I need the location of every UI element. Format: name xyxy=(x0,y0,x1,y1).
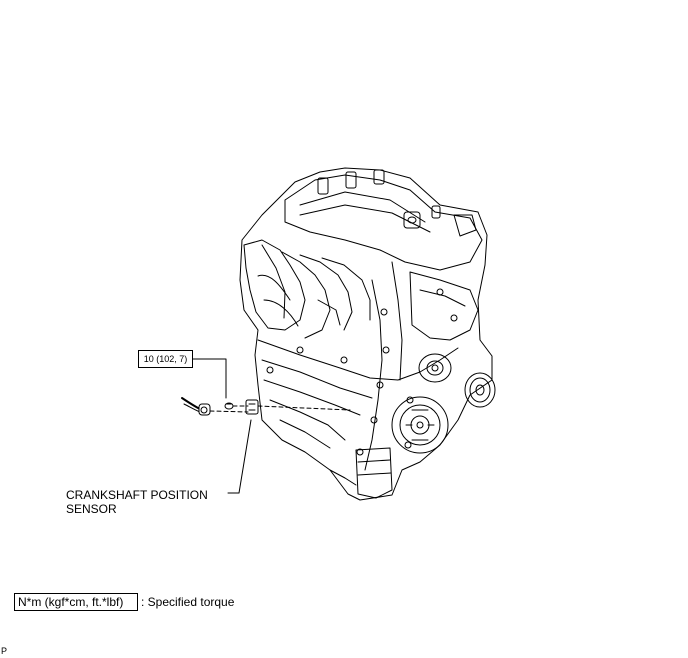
engine-outline xyxy=(239,167,493,501)
sensor-leader-line xyxy=(227,419,252,494)
torque-units-legend: N*m (kgf*cm, ft.*lbf) xyxy=(14,593,138,611)
water-pump-pulley xyxy=(464,372,496,408)
torque-leader-line xyxy=(192,358,227,399)
page-corner-mark: P xyxy=(1,646,8,656)
torque-callout: 10 (102, 7) xyxy=(138,350,193,368)
engine-assembly-illustration xyxy=(239,167,496,501)
intake-manifold xyxy=(243,239,306,331)
head-cover xyxy=(284,174,483,271)
crankshaft-position-sensor xyxy=(181,397,259,416)
sensor-wire xyxy=(181,397,201,410)
crankshaft-pulley xyxy=(391,396,449,454)
legend-description: : Specified torque xyxy=(141,595,235,609)
sensor-label-line1: CRANKSHAFT POSITION xyxy=(66,488,208,502)
engine-block xyxy=(257,339,459,381)
sensor-label-line2: SENSOR xyxy=(66,502,117,516)
alignment-lines xyxy=(209,405,351,413)
oil-filter xyxy=(355,447,393,499)
idler-pulley xyxy=(418,353,452,383)
